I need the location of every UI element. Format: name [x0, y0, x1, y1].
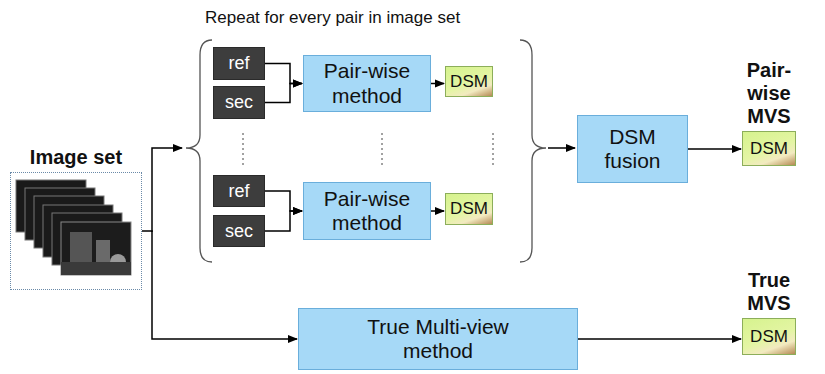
ellipsis-dots: [243, 133, 244, 165]
flow-arrow: [431, 210, 444, 212]
ellipsis-dots: [493, 133, 494, 165]
dsm-box: DSM: [445, 193, 493, 225]
ellipsis-dots: [382, 133, 383, 165]
node-text: Pair-wise method: [304, 187, 430, 235]
image-set-frame: Image set: [10, 172, 142, 290]
flow-arrow: [142, 231, 297, 339]
split-line: [152, 148, 182, 232]
image-box: sec: [213, 215, 265, 247]
dsm-box: DSM: [445, 66, 493, 97]
process-box: True Multi-view method: [298, 308, 578, 370]
node-heading: Image set: [30, 146, 122, 169]
node-text: Pair-wise method: [304, 59, 430, 107]
dsm-box: True MVSDSM: [742, 318, 796, 355]
image-stack: [16, 180, 131, 275]
node-text: sec: [225, 92, 253, 113]
flow-arrow: [265, 64, 302, 84]
node-text: DSM: [450, 72, 488, 92]
process-box: Pair-wise method: [303, 182, 431, 240]
dsm-box: Pair-wise MVSDSM: [742, 131, 796, 166]
image-box: ref: [213, 47, 265, 80]
flow-arrow: [578, 338, 741, 340]
node-text: DSM fusion: [587, 125, 679, 173]
node-text: ref: [228, 53, 249, 74]
node-text: DSM: [450, 199, 488, 219]
flow-arrow: [688, 148, 741, 150]
process-box: Pair-wise method: [303, 55, 431, 112]
group-note: Repeat for every pair in image set: [205, 8, 460, 28]
flow-arrow: [265, 191, 302, 211]
merge-arrow: [548, 147, 575, 149]
image-box: ref: [213, 175, 265, 207]
node-heading: Pair-wise MVS: [729, 59, 809, 128]
node-text: DSM: [750, 139, 788, 159]
node-text: sec: [225, 221, 253, 242]
image-box: sec: [213, 86, 265, 119]
flow-arrow: [265, 211, 302, 231]
node-text: DSM: [750, 327, 788, 347]
node-heading: True MVS: [729, 269, 809, 315]
node-text: ref: [228, 181, 249, 202]
right-brace: [520, 40, 546, 262]
flow-arrow: [265, 84, 302, 103]
node-text: True Multi-view method: [351, 315, 526, 363]
process-box: DSM fusion: [577, 115, 688, 183]
flow-arrow: [431, 83, 444, 85]
left-brace: [186, 40, 212, 262]
